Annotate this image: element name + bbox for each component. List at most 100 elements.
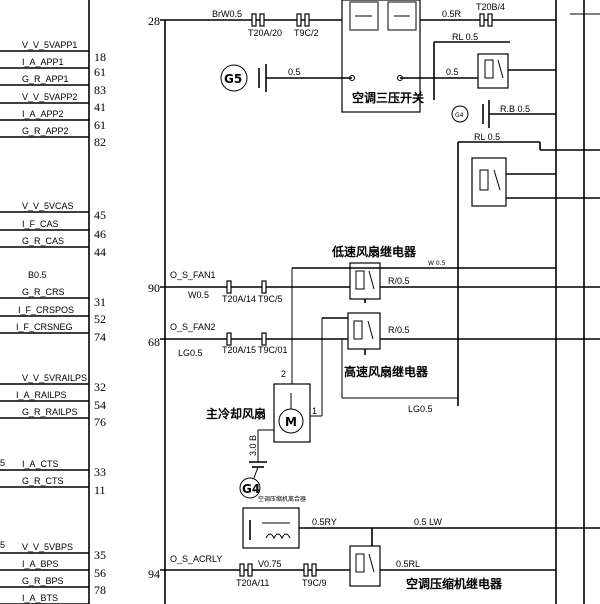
ecu-signal-label: G_R_CTS xyxy=(22,476,64,486)
ecu-pin-number: 56 xyxy=(94,566,106,580)
fan2-signal-label: O_S_FAN2 xyxy=(170,322,216,332)
fan-ground-wire-label: 3.0 B xyxy=(248,435,258,456)
ecu-pin-number: 82 xyxy=(94,135,106,149)
pin-68-label: 68 xyxy=(148,335,160,349)
ecu-signal-label: I_A_CTS xyxy=(22,459,59,469)
fan1-connector-1 xyxy=(226,280,232,294)
motor-pin2-label: 2 xyxy=(281,369,286,379)
motor-label: M xyxy=(285,415,297,429)
acrly-connector-1 xyxy=(239,563,245,577)
rl2-wire-label: RL 0.5 xyxy=(474,132,500,142)
ecu-pin-number: 33 xyxy=(94,465,106,479)
ecu-signal-label: I_A_APP2 xyxy=(22,109,64,119)
bps-wire-fragment: 5 xyxy=(0,540,5,550)
ecu-signal-label: I_A_RAILPS xyxy=(16,390,67,400)
ecu-pin-number: 32 xyxy=(94,380,106,394)
top-row-wire2-label: 0.5R xyxy=(442,9,462,19)
top-connector-1 xyxy=(251,13,265,27)
fan2-connector-1-label: T20A/15 xyxy=(222,345,256,355)
ground-g4-small-label: G4 xyxy=(455,112,464,119)
acrly-wire-label: V0.75 xyxy=(258,559,282,569)
fan1-signal-label: O_S_FAN1 xyxy=(170,270,216,280)
compressor-clutch-label: 空调压缩机离合器 xyxy=(258,495,306,503)
ground-g4-small-icon xyxy=(451,105,469,123)
ecu-signal-label: I_A_BTS xyxy=(22,593,58,603)
ecu-pin-number: 44 xyxy=(94,245,106,259)
ecu-signal-label: G_R_APP1 xyxy=(22,74,69,84)
ecu-pin-number: 76 xyxy=(94,415,106,429)
high-relay-r05-label: R/0.5 xyxy=(388,325,410,335)
ecu-pin-number: 61 xyxy=(94,118,106,132)
main-fan-label: 主冷却风扇 xyxy=(206,406,266,421)
top-connector-3-label: T20B/4 xyxy=(476,2,505,12)
compressor-clutch xyxy=(242,507,300,549)
high-speed-relay-label: 高速风扇继电器 xyxy=(344,364,429,379)
ecu-signal-label: V_V_5VBPS xyxy=(22,542,73,552)
acrly-connector-1-label: T20A/11 xyxy=(236,578,269,588)
ecu-signal-list: V_V_5VAPP118I_A_APP161G_R_APP183V_V_5VAP… xyxy=(0,40,106,604)
top-connector-2-label: T9C/2 xyxy=(294,28,319,38)
ground-g5-label: G5 xyxy=(224,72,242,86)
ecu-signal-label: I_F_CRSNEG xyxy=(16,322,73,332)
clutch-out-label: 0.5 LW xyxy=(414,517,442,527)
ecu-signal-label: I_A_BPS xyxy=(22,559,59,569)
low-relay-w05-label: W 0.5 xyxy=(428,260,446,267)
high-speed-relay xyxy=(347,312,381,350)
acrly-connector-2 xyxy=(303,563,309,577)
top-connector-1-label: T20A/20 xyxy=(248,28,282,38)
ecu-signal-label: G_R_RAILPS xyxy=(22,407,78,417)
ecu-pin-number: 83 xyxy=(94,83,106,97)
ecu-pin-number: 41 xyxy=(94,100,106,114)
ecu-signal-label: I_F_CRSPOS xyxy=(18,305,74,315)
fan2-connector-1 xyxy=(226,332,232,346)
pressure-switch-element-2 xyxy=(387,1,417,31)
ground-g5-icon xyxy=(220,64,248,92)
rl1-wire-label: RL 0.5 xyxy=(452,32,478,42)
ecu-pin-number: 54 xyxy=(94,398,106,412)
ecu-pin-number: 31 xyxy=(94,295,106,309)
clutch-wire-label: 0.5RY xyxy=(312,517,337,527)
ecu-pin-number: 74 xyxy=(94,330,106,344)
fan1-connector-2 xyxy=(261,280,267,294)
ac-compressor-relay xyxy=(349,545,381,587)
ecu-pin-number: 46 xyxy=(94,227,106,241)
motor-pin1-label: 1 xyxy=(312,406,317,416)
ecu-pin-number: 52 xyxy=(94,312,106,326)
main-fan-box xyxy=(273,383,311,443)
crs-wire-label: B0.5 xyxy=(28,270,47,280)
ecu-pin-number: 78 xyxy=(94,583,106,597)
ecu-pin-number: 18 xyxy=(94,50,106,64)
ac-pressure-switch-label: 空调三压开关 xyxy=(352,90,424,105)
ecu-signal-label: I_F_CAS xyxy=(22,219,59,229)
g5-wire-label: 0.5 xyxy=(288,67,301,77)
pin-28-label: 28 xyxy=(148,14,160,28)
fan1-connector-1-label: T20A/14 xyxy=(222,294,256,304)
ecu-signal-label: G_R_CAS xyxy=(22,236,64,246)
ecu-signal-label: V_V_5VCAS xyxy=(22,201,74,211)
fan2-connector-2-label: T9C/01 xyxy=(258,345,288,355)
ecu-signal-label: G_R_BPS xyxy=(22,576,64,586)
acrly-signal-label: O_S_ACRLY xyxy=(170,554,222,564)
lg-wire-label: LG0.5 xyxy=(408,404,433,414)
cts-wire-fragment: 5 xyxy=(0,458,5,468)
top-row-wire-label: BrW0.5 xyxy=(212,9,242,19)
fan2-wire-label: LG0.5 xyxy=(178,348,203,358)
top-connector-3 xyxy=(479,13,493,27)
rb-wire-label: R.B 0.5 xyxy=(500,104,530,114)
pin-94-label: 94 xyxy=(148,567,160,581)
ac-compressor-relay-label: 空调压缩机继电器 xyxy=(406,576,503,591)
ecu-signal-label: G_R_APP2 xyxy=(22,126,69,136)
ecu-signal-label: V_V_5VRAILPS xyxy=(22,373,87,383)
low-relay-r05-label: R/0.5 xyxy=(388,276,410,286)
ecu-signal-label: V_V_5VAPP1 xyxy=(22,40,77,50)
fan1-connector-2-label: T9C/5 xyxy=(258,294,283,304)
ecu-signal-label: I_A_APP1 xyxy=(22,57,64,67)
ecu-pin-number: 11 xyxy=(94,483,106,497)
ac-relay-out-label: 0.5RL xyxy=(396,559,420,569)
acrly-connector-2-label: T9C/9 xyxy=(302,578,327,588)
second-relay xyxy=(471,157,507,207)
top-connector-2 xyxy=(296,13,310,27)
low-speed-relay xyxy=(349,262,381,300)
fan1-wire-label: W0.5 xyxy=(188,290,209,300)
